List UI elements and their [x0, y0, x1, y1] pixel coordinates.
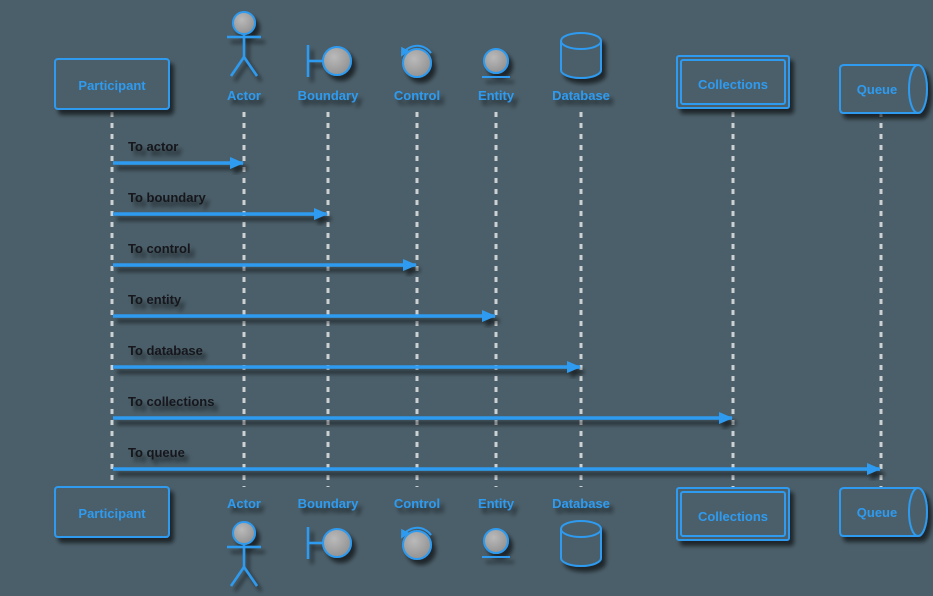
participant-top-control: Control [394, 44, 440, 103]
participant-top-collections: Collections [676, 55, 790, 109]
database-body [560, 529, 602, 567]
actor-icon [232, 521, 256, 545]
participant-label: Participant [78, 506, 146, 521]
participant-label: Participant [78, 78, 146, 93]
participant-bottom-participant: Participant [54, 486, 170, 538]
participant-label: Actor [227, 496, 261, 511]
participant-label: Queue [857, 505, 897, 520]
queue-shape [839, 487, 918, 537]
participant-label: Actor [227, 88, 261, 103]
queue-rim [908, 487, 928, 537]
database-body [560, 41, 602, 79]
message-label: To actor [128, 139, 178, 154]
participant-bottom-entity: Entity [478, 496, 515, 558]
participant-label: Boundary [298, 496, 359, 511]
queue-rim [908, 64, 928, 114]
actor-leg-right [242, 566, 259, 587]
participant-label: Entity [478, 496, 515, 511]
participant-label: Database [552, 496, 610, 511]
participant-bottom-queue: Queue [839, 487, 928, 537]
participant-box [54, 58, 170, 110]
message-label: To entity [128, 292, 182, 307]
collections-shape [676, 487, 790, 541]
message-label: To collections [128, 394, 214, 409]
database-icon [560, 32, 602, 50]
actor-leg-left [229, 56, 246, 77]
message-label: To database [128, 343, 203, 358]
collections-inner-rect [680, 491, 786, 537]
participant-label: Entity [478, 88, 515, 103]
participant-top-queue: Queue [839, 64, 928, 114]
message-boundary: To boundary [113, 190, 328, 220]
message-entity: To entity [113, 292, 496, 322]
entity-icon [483, 528, 509, 554]
message-collections: To collections [113, 394, 733, 424]
control-icon [402, 530, 432, 560]
actor-leg-right [242, 56, 259, 77]
participant-label: Collections [698, 77, 768, 92]
participant-top-database: Database [552, 32, 610, 103]
control-arrow [401, 526, 432, 539]
message-label: To boundary [128, 190, 207, 205]
participant-label: Collections [698, 509, 768, 524]
participant-label: Control [394, 496, 440, 511]
collections-inner-rect [680, 59, 786, 105]
participant-box [54, 486, 170, 538]
entity-icon [483, 48, 509, 74]
message-control: To control [113, 241, 417, 271]
participant-top-boundary: Boundary [298, 45, 359, 103]
participant-bottom-collections: Collections [676, 487, 790, 541]
collections-shape [676, 55, 790, 109]
message-database: To database [113, 343, 581, 373]
actor-leg-left [229, 566, 246, 587]
message-queue: To queue [113, 445, 881, 475]
control-arrow [401, 44, 432, 57]
queue-shape [839, 64, 918, 114]
boundary-icon [322, 46, 352, 76]
boundary-icon [322, 528, 352, 558]
database-icon [560, 520, 602, 538]
participant-top-actor: Actor [227, 11, 261, 103]
participant-top-participant: Participant [54, 58, 170, 110]
message-label: To control [128, 241, 191, 256]
participant-bottom-actor: Actor [227, 496, 261, 587]
message-actor: To actor [113, 139, 244, 169]
participant-bottom-boundary: Boundary [298, 496, 359, 559]
message-label: To queue [128, 445, 185, 460]
participant-bottom-control: Control [394, 496, 440, 560]
control-icon [402, 48, 432, 78]
participant-bottom-database: Database [552, 496, 610, 567]
participant-label: Database [552, 88, 610, 103]
participant-label: Queue [857, 82, 897, 97]
actor-icon [232, 11, 256, 35]
participant-top-entity: Entity [478, 48, 515, 103]
participant-label: Boundary [298, 88, 359, 103]
participant-label: Control [394, 88, 440, 103]
